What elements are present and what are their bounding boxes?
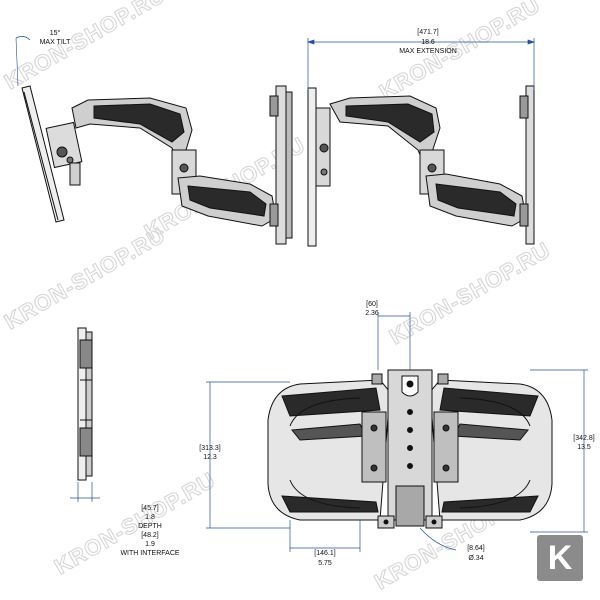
height-left-inch: 12.3 xyxy=(203,454,217,461)
extension-label: MAX EXTENSION xyxy=(399,48,457,55)
tilt-value: 15° xyxy=(50,29,61,37)
height-left-dimension xyxy=(206,381,290,529)
extension-mm: [471.7] xyxy=(417,29,438,36)
front-view xyxy=(267,369,553,529)
depth-mm: [45.7] xyxy=(141,505,159,512)
watermark-text: KRON-SHOP.RU xyxy=(0,222,170,334)
offset-bottom-inch: 5.75 xyxy=(318,560,332,567)
depth-dimension xyxy=(70,482,100,502)
display-plate xyxy=(307,87,317,247)
watermark-logo-letter: K xyxy=(547,539,573,577)
tilt-dimension: 15° MAX TILT xyxy=(15,29,72,87)
bottom-hardware xyxy=(395,485,425,527)
offset-bottom-dimension xyxy=(289,520,361,552)
watermark-text: KRON-SHOP.RU xyxy=(50,467,220,579)
offset-top-mm: [60] xyxy=(366,301,378,308)
height-right-inch: 13.5 xyxy=(577,444,591,451)
height-left-mm: [313.3] xyxy=(199,445,220,452)
depth-label: DEPTH xyxy=(138,523,162,530)
hole-dimension xyxy=(419,527,457,551)
watermark-text: KRON-SHOP.RU xyxy=(385,237,555,349)
extension-dimension xyxy=(306,38,536,90)
hole-mm: [8.64] xyxy=(467,545,485,552)
extension-inch: 18.6 xyxy=(421,39,435,46)
tilt-head xyxy=(45,121,83,169)
watermark-text: KRON-SHOP.RU xyxy=(0,0,170,94)
offset-bottom-mm: [146.1] xyxy=(314,550,335,557)
side-view-extended xyxy=(307,85,535,247)
offset-top-inch: 2.36 xyxy=(365,310,379,317)
tilted-plate xyxy=(21,85,65,223)
wall-plate xyxy=(525,85,535,245)
hole-inch: Ø.34 xyxy=(468,555,483,562)
depth-interface-label: WITH INTERFACE xyxy=(120,550,179,557)
side-view-tilted xyxy=(21,85,293,245)
depth-inch: 1.8 xyxy=(145,514,155,521)
watermark-logo: K xyxy=(537,535,583,581)
depth-mm-interface: [48.2] xyxy=(141,532,159,539)
depth-inch-interface: 1.9 xyxy=(145,541,155,548)
profile-view xyxy=(77,327,93,481)
offset-top-dimension xyxy=(377,312,411,370)
height-right-dimension xyxy=(530,369,588,533)
height-right-mm: [342.8] xyxy=(573,435,594,442)
tilt-label: MAX TILT xyxy=(40,39,72,46)
